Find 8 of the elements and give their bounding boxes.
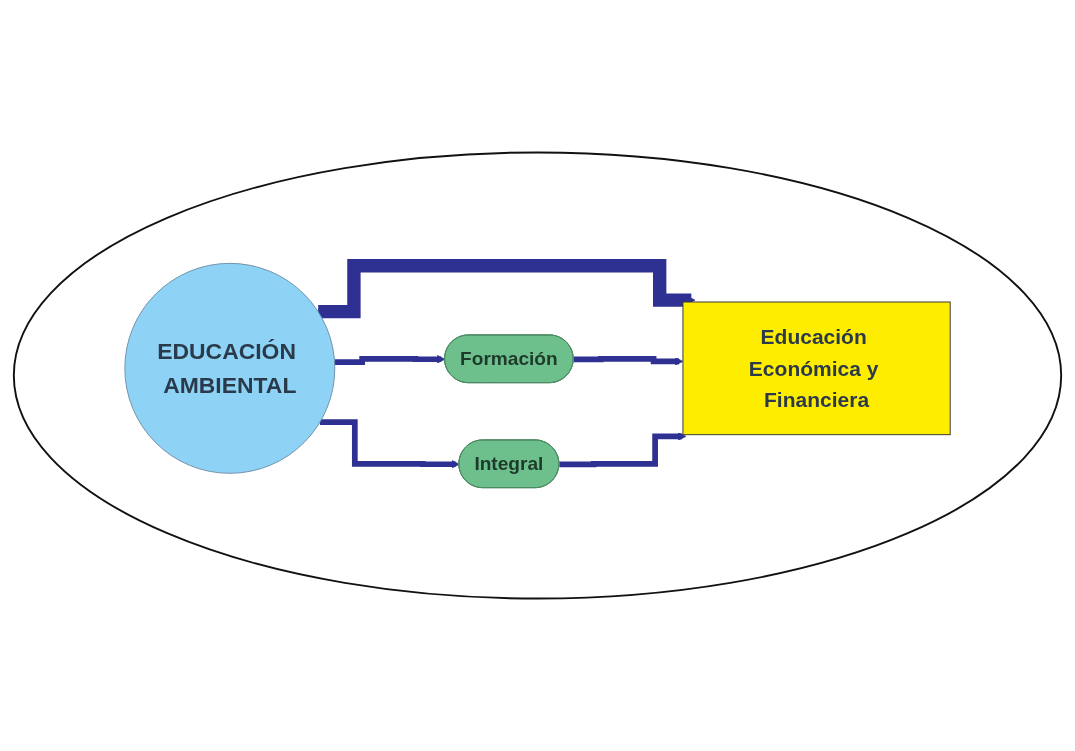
arrow <box>319 419 460 469</box>
arrow <box>559 432 687 468</box>
cluster <box>12 151 1063 600</box>
node-circle: EDUCACIÓN AMBIENTAL <box>124 262 336 474</box>
arrow <box>573 355 684 366</box>
node-box: Educación Económica y Financiera <box>682 301 951 436</box>
arrow <box>334 355 446 365</box>
arrow <box>318 259 696 319</box>
